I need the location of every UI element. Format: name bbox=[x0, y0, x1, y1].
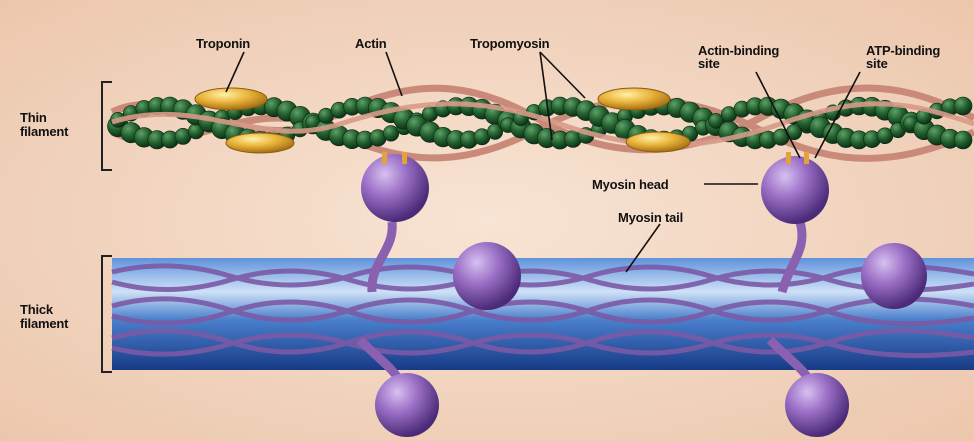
actin-monomer bbox=[954, 131, 972, 149]
binding-site-1a bbox=[382, 152, 387, 164]
myosin-tail-label: Myosin tail bbox=[618, 210, 683, 225]
atp-binding-site-label: site bbox=[866, 56, 888, 71]
thin-label: Thin bbox=[20, 110, 47, 125]
binding-site-2a bbox=[786, 152, 791, 164]
myosin-head-1 bbox=[361, 154, 429, 222]
myosin-head-6 bbox=[785, 373, 849, 437]
troponin-1 bbox=[195, 88, 267, 110]
actin-binding-site-label: site bbox=[698, 56, 720, 71]
troponin-label: Troponin bbox=[196, 36, 250, 51]
myosin-head-5 bbox=[375, 373, 439, 437]
troponin-4 bbox=[626, 132, 690, 152]
thin-filament-label: filament bbox=[20, 124, 69, 139]
myosin-head-2 bbox=[761, 156, 829, 224]
binding-site-2b bbox=[804, 152, 809, 164]
actin-label: Actin bbox=[355, 36, 387, 51]
troponin-2 bbox=[226, 133, 294, 153]
myosin-head-3 bbox=[453, 242, 521, 310]
thick-filament bbox=[112, 258, 974, 370]
troponin-3 bbox=[598, 88, 670, 110]
myosin-head-4 bbox=[861, 243, 927, 309]
thick-filament-label: filament bbox=[20, 316, 69, 331]
thick-label: Thick bbox=[20, 302, 54, 317]
binding-site-1b bbox=[402, 152, 407, 164]
myosin-head-label: Myosin head bbox=[592, 177, 669, 192]
actin-monomer bbox=[954, 97, 972, 115]
tropomyosin-label: Tropomyosin bbox=[470, 36, 550, 51]
